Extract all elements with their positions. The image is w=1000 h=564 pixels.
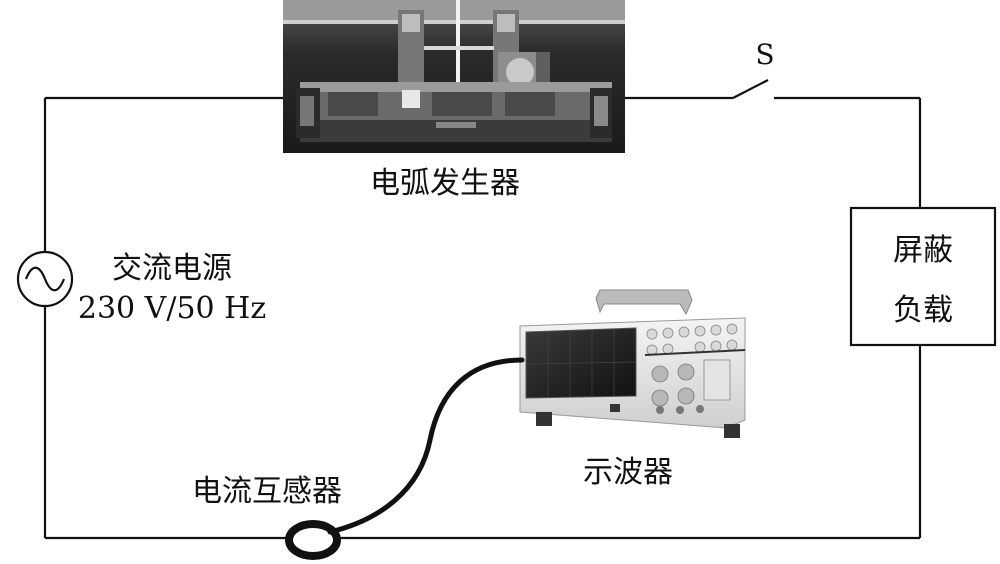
sine-wave-icon [24,266,66,292]
arc-generator-photo: 电弧发生器 [283,0,625,201]
ac-source-rating: 230 V/50 Hz [78,291,266,326]
load-label-line1: 屏蔽 [893,233,953,268]
current-transformer: 电流互感器 [192,474,342,560]
switch-s: S [732,38,775,99]
ac-source: 交流电源 230 V/50 Hz [16,250,266,326]
arc-generator-label: 电弧发生器 [370,166,520,201]
load-label-line2: 负载 [893,293,953,328]
probe-cable [327,357,525,535]
ring-coil-icon [285,520,341,560]
oscilloscope-label: 示波器 [583,455,673,490]
ac-source-name: 交流电源 [112,251,232,286]
oscilloscope-photo: 示波器 [519,289,746,490]
circuit-wires [43,96,922,540]
load-box [849,206,997,347]
shielded-load: 屏蔽 负载 [849,206,997,347]
switch-blade [732,79,769,99]
switch-label: S [755,38,774,71]
current-transformer-label: 电流互感器 [192,474,342,509]
